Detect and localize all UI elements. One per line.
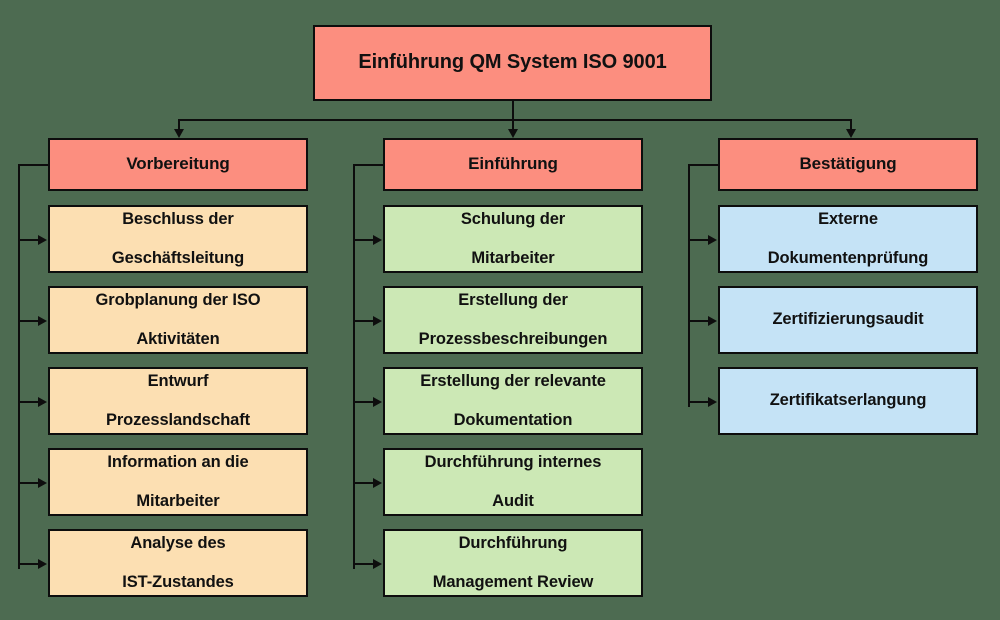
node-bestaetigung-3[interactable]: Zertifikatserlangung <box>718 367 978 435</box>
column-header-einfuehrung[interactable]: Einführung <box>383 138 643 191</box>
connector-c1-branch-2 <box>18 320 40 322</box>
connector-c2-branch-4 <box>353 482 375 484</box>
connector-c1-branch-4 <box>18 482 40 484</box>
connector-c2-branch-2 <box>353 320 375 322</box>
column-header-vorbereitung[interactable]: Vorbereitung <box>48 138 308 191</box>
connector-c1-branch-3 <box>18 401 40 403</box>
connector-c3-header-tap <box>688 164 720 166</box>
node-bestaetigung-2[interactable]: Zertifizierungsaudit <box>718 286 978 354</box>
connector-drop-col2 <box>512 119 514 132</box>
column-header-label: Bestätigung <box>799 154 897 174</box>
arrowhead-c2-item-3 <box>373 397 382 407</box>
connector-c2-header-tap <box>353 164 385 166</box>
connector-root-bus <box>178 119 852 121</box>
node-label: Zertifikatserlangung <box>769 391 927 410</box>
connector-c1-trunk <box>18 164 20 569</box>
arrowhead-col3-header <box>846 129 856 138</box>
connector-c1-branch-1 <box>18 239 40 241</box>
connector-c1-branch-5 <box>18 563 40 565</box>
connector-c2-branch-1 <box>353 239 375 241</box>
arrowhead-c1-item-2 <box>38 316 47 326</box>
arrowhead-col1-header <box>174 129 184 138</box>
connector-c2-branch-5 <box>353 563 375 565</box>
arrowhead-c1-item-3 <box>38 397 47 407</box>
node-label: Zertifizierungsaudit <box>772 310 924 329</box>
connector-c3-branch-1 <box>688 239 710 241</box>
connector-c3-branch-2 <box>688 320 710 322</box>
arrowhead-c3-item-3 <box>708 397 717 407</box>
root-node-label: Einführung QM System ISO 9001 <box>358 51 667 74</box>
arrowhead-c1-item-5 <box>38 559 47 569</box>
arrowhead-c2-item-1 <box>373 235 382 245</box>
arrowhead-c1-item-4 <box>38 478 47 488</box>
arrowhead-c2-item-5 <box>373 559 382 569</box>
connector-drop-col1 <box>178 119 180 132</box>
connector-root-stem <box>512 101 514 120</box>
arrowhead-c2-item-4 <box>373 478 382 488</box>
column-header-bestaetigung[interactable]: Bestätigung <box>718 138 978 191</box>
connector-c3-branch-3 <box>688 401 710 403</box>
arrowhead-c2-item-2 <box>373 316 382 326</box>
connector-c1-header-tap <box>18 164 50 166</box>
arrowhead-c3-item-1 <box>708 235 717 245</box>
root-node[interactable]: Einführung QM System ISO 9001 <box>313 25 712 101</box>
column-header-label: Vorbereitung <box>126 154 230 174</box>
connector-c2-trunk <box>353 164 355 569</box>
arrowhead-c1-item-1 <box>38 235 47 245</box>
arrowhead-col2-header <box>508 129 518 138</box>
connector-c2-branch-3 <box>353 401 375 403</box>
arrowhead-c3-item-2 <box>708 316 717 326</box>
column-header-label: Einführung <box>468 154 558 174</box>
connector-drop-col3 <box>850 119 852 132</box>
connector-c3-trunk <box>688 164 690 407</box>
